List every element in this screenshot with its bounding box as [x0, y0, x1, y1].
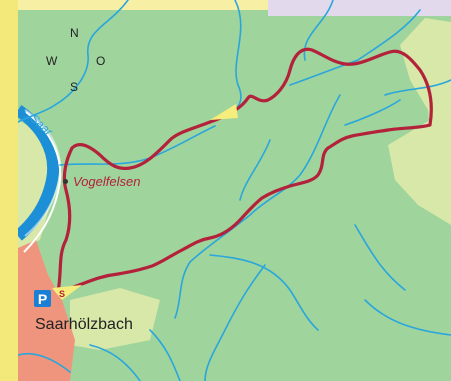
stream: [303, 0, 334, 61]
stream: [289, 9, 421, 86]
stream: [149, 329, 181, 381]
stream: [344, 99, 401, 126]
landmark-dot-icon: [63, 179, 68, 184]
town-label: Saarhölzbach: [35, 316, 133, 333]
meadow-south: [70, 288, 160, 350]
stream: [239, 139, 271, 201]
stream: [354, 224, 406, 291]
streams: [17, 0, 451, 381]
direction-arrow-icon: [210, 104, 238, 120]
compass-east: O: [96, 54, 106, 68]
stream: [17, 353, 71, 373]
start-label: S: [59, 289, 66, 299]
top-right-panel: [268, 0, 451, 16]
stream: [17, 0, 129, 123]
stream: [89, 344, 141, 381]
stream: [384, 79, 451, 96]
start-flag-icon: [52, 285, 82, 300]
landmark-label: Vogelfelsen: [73, 174, 141, 189]
settlement-area: [18, 240, 75, 381]
side-band: [0, 0, 18, 381]
stream: [204, 264, 266, 381]
stream: [209, 254, 319, 331]
top-band: [18, 0, 268, 10]
hiking-route: [56, 47, 433, 294]
compass-south: S: [70, 80, 79, 94]
compass-north: N: [70, 26, 79, 40]
meadow-east-lower: [388, 120, 451, 225]
parking-icon: P: [34, 290, 51, 307]
stream: [364, 299, 451, 336]
saar-river-bank: [24, 109, 62, 237]
stream: [174, 94, 341, 319]
road: [23, 111, 62, 253]
saar-river: [14, 105, 60, 241]
compass-west: W: [46, 54, 58, 68]
